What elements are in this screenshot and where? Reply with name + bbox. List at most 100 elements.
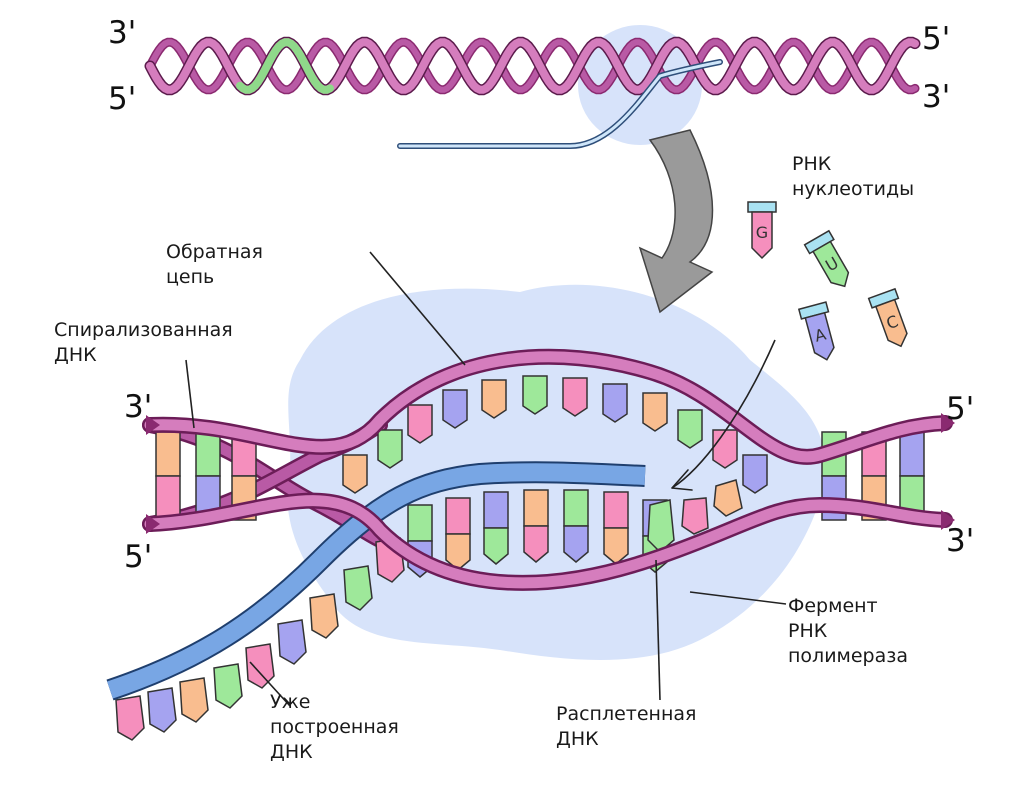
template-base-lower-5 [603, 527, 629, 565]
enzyme-pointer [689, 591, 787, 605]
rna-nucleotides-line-1: РНК [792, 153, 832, 175]
next-base-orange [713, 479, 743, 517]
free-nucleotide-1: U [803, 229, 850, 288]
coiled-dna-line-1: Спирализованная [54, 319, 233, 341]
nucleotide-arrow-line [671, 339, 776, 489]
template-base-2 [483, 491, 509, 529]
strand-end-cap-2 [941, 413, 955, 433]
template-base-0 [407, 504, 433, 542]
coiled-dna-label: Спирализованная ДНК [54, 318, 233, 368]
nucleotide-body [804, 311, 835, 361]
nucleotide-body [812, 240, 850, 288]
built-dna-line-1: Уже [270, 691, 311, 713]
nucleotide-body [874, 298, 908, 348]
upper-open-base-9 [677, 409, 703, 449]
right-base-top-2 [899, 431, 925, 477]
rna-nucleotide-1 [147, 687, 177, 733]
top-right-5prime-label: 5' [922, 21, 951, 57]
reverse-strand-label: Обратная цепь [166, 240, 263, 290]
built-dna-line-3: ДНК [270, 741, 313, 763]
top-right-3prime-label: 3' [922, 79, 951, 115]
left-3prime-label: 3' [124, 389, 153, 425]
upper-open-base-6 [562, 377, 588, 417]
nucleotide-arrow-head [671, 469, 693, 491]
built-dna-pointer [249, 661, 291, 707]
upper-open-base-7 [602, 383, 628, 423]
upper-open-base-0 [342, 454, 368, 494]
rna-nucleotides-line-2: нуклеотиды [792, 178, 915, 200]
left-base-top-1 [195, 431, 221, 477]
strand-end-cap-0 [146, 415, 160, 435]
top-rna-strand [398, 60, 722, 148]
template-strand [144, 495, 951, 589]
unwound-dna-line-1: Расплетенная [556, 703, 697, 725]
unwound-dna-line-2: ДНК [556, 728, 599, 750]
upper-open-base-2 [407, 404, 433, 444]
enzyme-line-3: полимераза [788, 645, 909, 667]
left-base-bottom-0 [155, 475, 181, 521]
upper-open-base-10 [712, 429, 738, 469]
built-dna-label: Уже построенная ДНК [270, 690, 399, 765]
right-5prime-label: 5' [946, 391, 975, 427]
top-dna-helix [144, 36, 921, 149]
nucleotide-letter: G [756, 223, 768, 242]
upper-open-base-4 [481, 379, 507, 419]
enzyme-line-2: РНК [788, 620, 828, 642]
reverse-strand-pointer [369, 251, 466, 366]
template-base-5 [603, 491, 629, 529]
rna-nucleotides-label: РНК нуклеотиды [792, 152, 914, 202]
upper-open-base-3 [442, 389, 468, 429]
top-helix-strand-back-fill [147, 39, 918, 93]
template-base-lower-3 [523, 525, 549, 563]
free-nucleotide-3: A [797, 301, 835, 361]
template-base-4 [563, 489, 589, 527]
reverse-strand-line-1: Обратная [166, 241, 263, 263]
next-base-pink [681, 497, 709, 535]
left-5prime-label: 5' [124, 539, 153, 575]
front-strand-layer [142, 348, 955, 591]
template-base-lower-4 [563, 525, 589, 563]
strand-end-cap-3 [941, 510, 955, 530]
template-base-1 [445, 497, 471, 535]
rna-nucleotide-0 [115, 695, 145, 741]
reverse-strand [144, 351, 951, 463]
top-left-3prime-label: 3' [108, 15, 137, 51]
rna-nucleotide-4 [245, 643, 275, 689]
nucleotide-letter: A [813, 325, 829, 346]
unwound-dna-label: Расплетенная ДНК [556, 702, 696, 752]
template-base-3 [523, 489, 549, 527]
pointer-lines-layer [185, 251, 787, 707]
left-base-top-0 [155, 431, 181, 477]
strand-end-cap-1 [146, 514, 160, 534]
reverse-strand-line-2: цепь [166, 266, 215, 288]
rna-strand [107, 463, 646, 699]
template-base-lower-1 [445, 533, 471, 571]
template-base-lower-2 [483, 527, 509, 565]
free-nucleotide-0: G [747, 201, 777, 260]
upper-open-base-5 [522, 375, 548, 415]
unwound-dna-pointer [655, 559, 661, 701]
free-nucleotides-layer: G UC A [747, 201, 908, 361]
top-left-5prime-label: 5' [108, 81, 137, 117]
rna-nucleotide-2 [179, 677, 209, 723]
enzyme-label: Фермент РНК полимераза [788, 594, 908, 669]
nucleotide-body [751, 211, 773, 260]
enzyme-layer [287, 25, 826, 660]
right-3prime-label: 3' [946, 523, 975, 559]
incoming-nucleotide [647, 499, 675, 554]
top-helix-green-segment [236, 38, 334, 94]
upper-open-base-11 [742, 454, 768, 494]
rna-nucleotide-7 [343, 565, 373, 611]
transition-arrow [638, 129, 714, 314]
nucleotide-cap [747, 201, 777, 213]
upper-open-base-1 [377, 429, 403, 469]
upper-open-base-8 [642, 392, 668, 432]
rna-nucleotide-3 [213, 663, 243, 709]
rna-nucleotide-5 [277, 619, 307, 665]
coiled-dna-line-2: ДНК [54, 344, 97, 366]
free-nucleotide-2: C [867, 287, 908, 348]
enzyme-line-1: Фермент [788, 595, 878, 617]
built-dna-line-2: построенная [270, 716, 399, 738]
